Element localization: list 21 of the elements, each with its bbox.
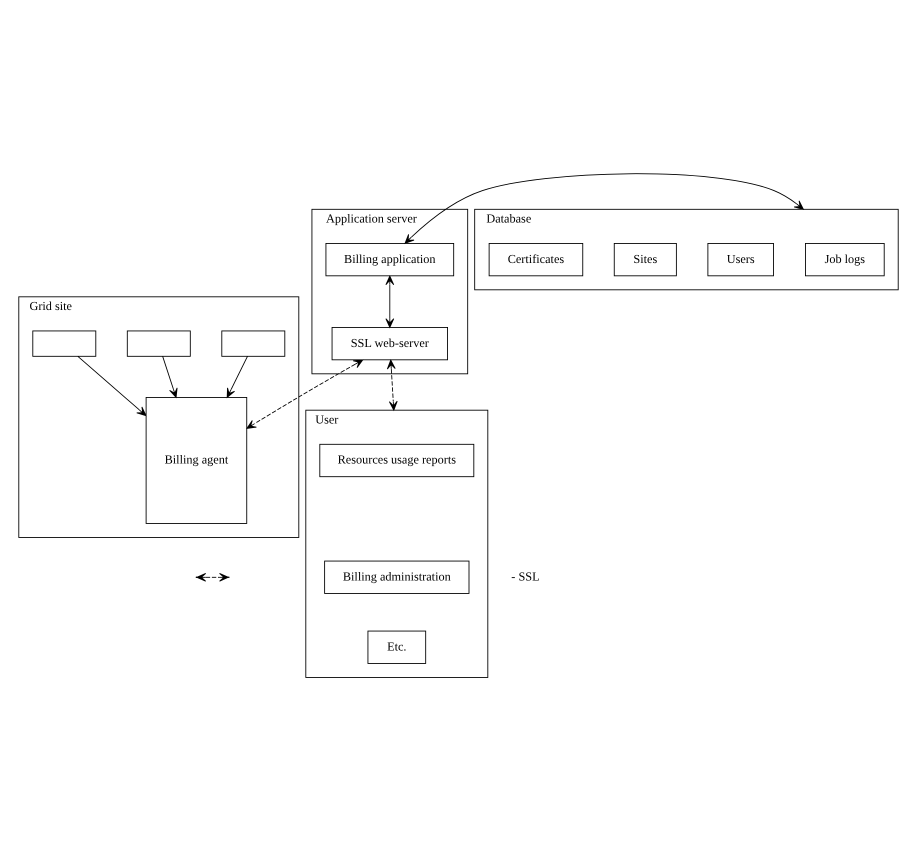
node-box: Certificates — [488, 243, 584, 276]
node-box: Job logs — [805, 243, 885, 276]
node-box: Billing agent — [146, 397, 248, 524]
node-box: Sites — [614, 243, 677, 276]
arrow — [162, 356, 178, 398]
legend-label: - SSL — [511, 570, 540, 584]
node-box: Users — [707, 243, 774, 276]
arrow — [404, 173, 804, 244]
node-box: SSL web-server — [332, 327, 448, 360]
arrow — [385, 276, 394, 328]
node-box: Resources usage reports — [319, 444, 474, 478]
node-box — [32, 330, 96, 357]
node-box — [126, 330, 191, 357]
arrow — [246, 359, 364, 429]
node-box — [221, 330, 286, 357]
arrow — [386, 360, 398, 411]
node-box: Etc. — [368, 630, 426, 664]
arrow — [226, 356, 248, 398]
arrow — [78, 356, 146, 416]
node-box: Billing administration — [324, 560, 470, 594]
node-box: Billing application — [326, 243, 454, 276]
